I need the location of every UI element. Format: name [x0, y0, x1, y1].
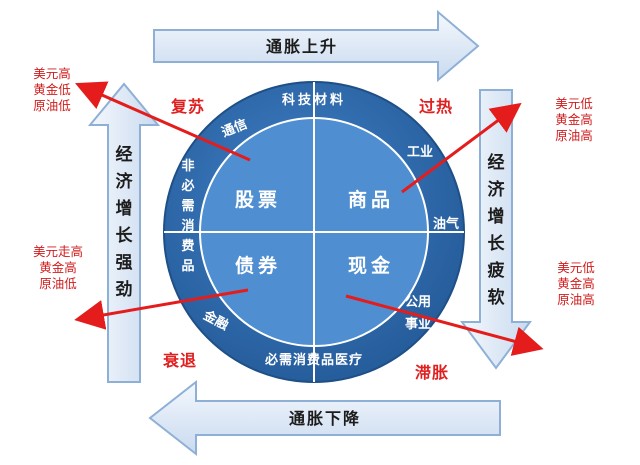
note-line: 原油低 — [33, 98, 71, 113]
strong-growth-char: 增 — [116, 198, 133, 219]
non-essential-consumer-char: 非 — [181, 158, 194, 174]
utilities-line: 事业 — [405, 316, 431, 332]
inflation-rising-label: 通胀上升 — [266, 37, 338, 56]
note-line: 黄金高 — [39, 260, 77, 275]
quadrant-stocks: 股票 — [235, 189, 281, 211]
note-line: 黄金高 — [555, 112, 593, 127]
note-line: 美元高 — [33, 66, 71, 81]
phase-recovery: 复苏 — [170, 97, 205, 116]
weak-growth-char: 增 — [488, 206, 505, 227]
strong-growth-char: 济 — [116, 171, 134, 192]
phase-overheat: 过热 — [419, 97, 453, 116]
note-line: 原油低 — [39, 276, 77, 291]
non-essential-consumer-char: 必 — [180, 178, 194, 194]
sector-oil-gas: 油气 — [433, 216, 459, 232]
note-line: 黄金高 — [557, 276, 595, 291]
utilities-line: 公用 — [405, 295, 431, 310]
weak-growth-char: 济 — [488, 179, 506, 200]
weak-growth-char: 软 — [488, 287, 505, 308]
quadrant-cash: 现金 — [348, 254, 394, 277]
phase-recession: 衰退 — [162, 351, 197, 370]
weak-growth-char: 长 — [488, 233, 506, 254]
strong-growth-char: 劲 — [115, 280, 133, 300]
weak-growth-char: 经 — [488, 152, 505, 173]
non-essential-consumer-char: 品 — [181, 259, 194, 274]
note-line: 原油高 — [557, 292, 595, 307]
note-line: 黄金低 — [33, 82, 71, 97]
note-line: 原油高 — [555, 128, 593, 143]
inflation-rising-arrow: 通胀上升 — [153, 9, 480, 83]
weak-growth-char: 疲 — [488, 260, 505, 281]
note-line: 美元走高 — [33, 244, 83, 259]
strong-growth-char: 经 — [116, 144, 133, 165]
recession-red-arrow — [74, 288, 249, 330]
quadrant-bonds: 债券 — [235, 254, 281, 277]
note-line: 美元低 — [555, 96, 593, 111]
recovery-red-arrow — [75, 81, 251, 162]
non-essential-consumer-char: 费 — [181, 238, 194, 254]
stagflation-red-arrow — [345, 294, 544, 356]
non-essential-consumer-char: 需 — [181, 199, 194, 214]
strong-growth-char: 长 — [116, 225, 134, 246]
sector-essential-consumer-medical: 必需消费品医疗 — [264, 352, 363, 368]
overheat-red-arrow — [401, 102, 522, 194]
sector-tech-materials: 科技材料 — [282, 92, 346, 108]
inflation-falling-arrow: 通胀下降 — [148, 379, 501, 457]
phase-stagflation: 滞胀 — [415, 363, 449, 382]
note-line: 美元低 — [557, 260, 595, 275]
strong-growth-char: 强 — [116, 253, 133, 273]
quadrant-commodities: 商品 — [348, 188, 394, 211]
sector-industrial: 工业 — [407, 144, 433, 160]
non-essential-consumer-char: 消 — [181, 218, 194, 234]
inflation-falling-label: 通胀下降 — [289, 409, 361, 428]
